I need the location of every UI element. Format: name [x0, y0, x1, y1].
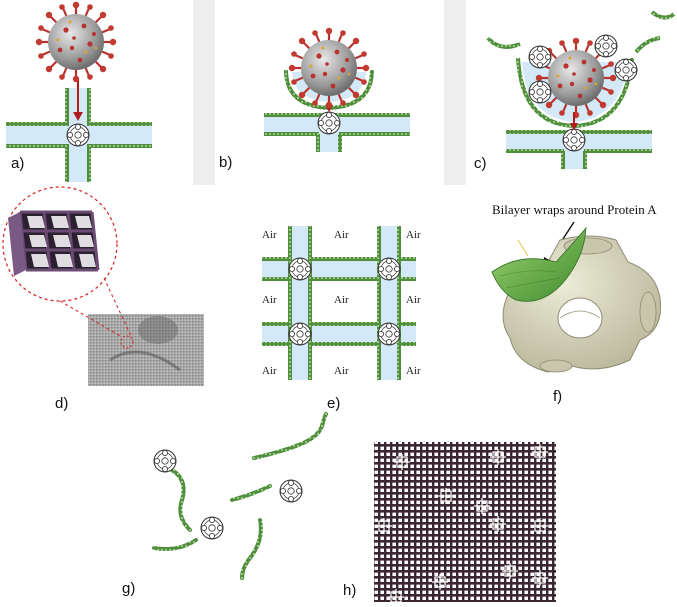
air-label: Air: [262, 294, 277, 306]
virus-icon: [34, 0, 118, 84]
panel-label-g: g): [122, 580, 136, 597]
panel-label-e: e): [327, 395, 341, 412]
panel-g-proteins: [153, 449, 303, 540]
panel-label-h: h): [343, 582, 357, 599]
air-label: Air: [406, 294, 421, 306]
protein-icon: [288, 257, 312, 281]
separator-strip: [193, 0, 215, 185]
panel-h: [374, 442, 556, 606]
protein-a-icon: [502, 235, 662, 373]
panel-b: [264, 26, 410, 152]
protein-icon: [528, 80, 552, 104]
air-label: Air: [262, 365, 277, 377]
lattice-image: [374, 442, 556, 602]
air-label: Air: [334, 365, 349, 377]
virus-icon: [287, 26, 371, 110]
protein-icon: [562, 128, 586, 152]
protein-icon: [200, 516, 224, 540]
protein-icon: [288, 322, 312, 346]
air-labels: Air Air Air Air Air Air Air Air Air: [262, 229, 421, 377]
bilayer-sheet: [491, 226, 587, 302]
panel-label-a: a): [11, 155, 25, 172]
air-label: Air: [334, 229, 349, 241]
protein-icon: [377, 257, 401, 281]
protein-icon: [66, 123, 90, 147]
separator-strip: [444, 0, 466, 185]
air-label: Air: [406, 229, 421, 241]
panel-c: [486, 10, 676, 169]
protein-icon: [614, 58, 638, 82]
bilayer-annotation: Bilayer wraps around Protein A: [492, 202, 657, 217]
protein-icon: [594, 34, 618, 58]
lattice-3d-icon: [8, 210, 100, 276]
panel-a: [6, 0, 152, 182]
panel-f: Bilayer wraps around Protein A: [491, 202, 662, 373]
air-label: Air: [334, 294, 349, 306]
air-label: Air: [262, 229, 277, 241]
protein-icon: [279, 479, 303, 503]
panel-label-d: d): [55, 395, 69, 412]
panel-label-c: c): [474, 155, 487, 172]
panel-label-f: f): [553, 388, 563, 405]
panel-e: Air Air Air Air Air Air Air Air Air: [262, 226, 421, 380]
panel-g: [152, 412, 328, 580]
protein-icon: [377, 322, 401, 346]
protein-icon: [153, 449, 177, 473]
panel-d: [2, 186, 204, 386]
air-label: Air: [406, 365, 421, 377]
panel-label-b: b): [219, 154, 233, 171]
protein-icon: [528, 45, 552, 69]
protein-icon: [317, 111, 341, 135]
